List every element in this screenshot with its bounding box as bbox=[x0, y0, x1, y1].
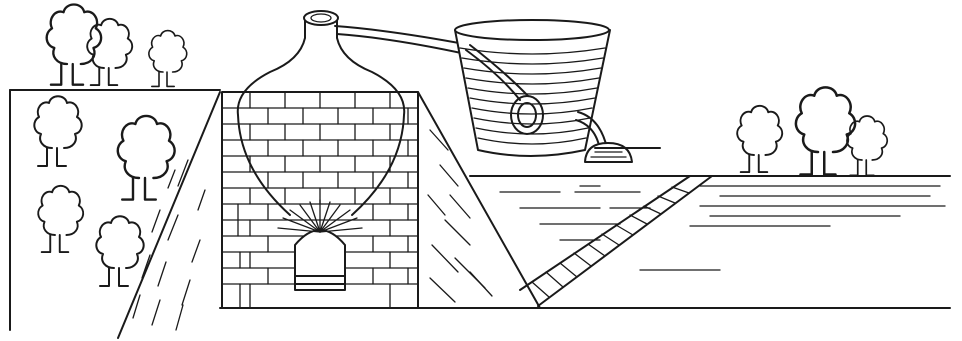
left-bank bbox=[10, 90, 220, 330]
delivery-tube bbox=[335, 26, 470, 54]
trees-right bbox=[737, 87, 887, 175]
trees-left-top bbox=[47, 4, 187, 86]
flame-rays bbox=[278, 200, 362, 232]
collection-mound bbox=[585, 143, 632, 162]
brick-kiln bbox=[222, 92, 418, 308]
coiled-condenser-tub bbox=[455, 20, 610, 156]
trees-left-lower bbox=[34, 96, 174, 286]
water-surface bbox=[470, 176, 950, 270]
inclined-ladder-chute bbox=[520, 176, 712, 306]
flask-retort bbox=[238, 11, 404, 215]
